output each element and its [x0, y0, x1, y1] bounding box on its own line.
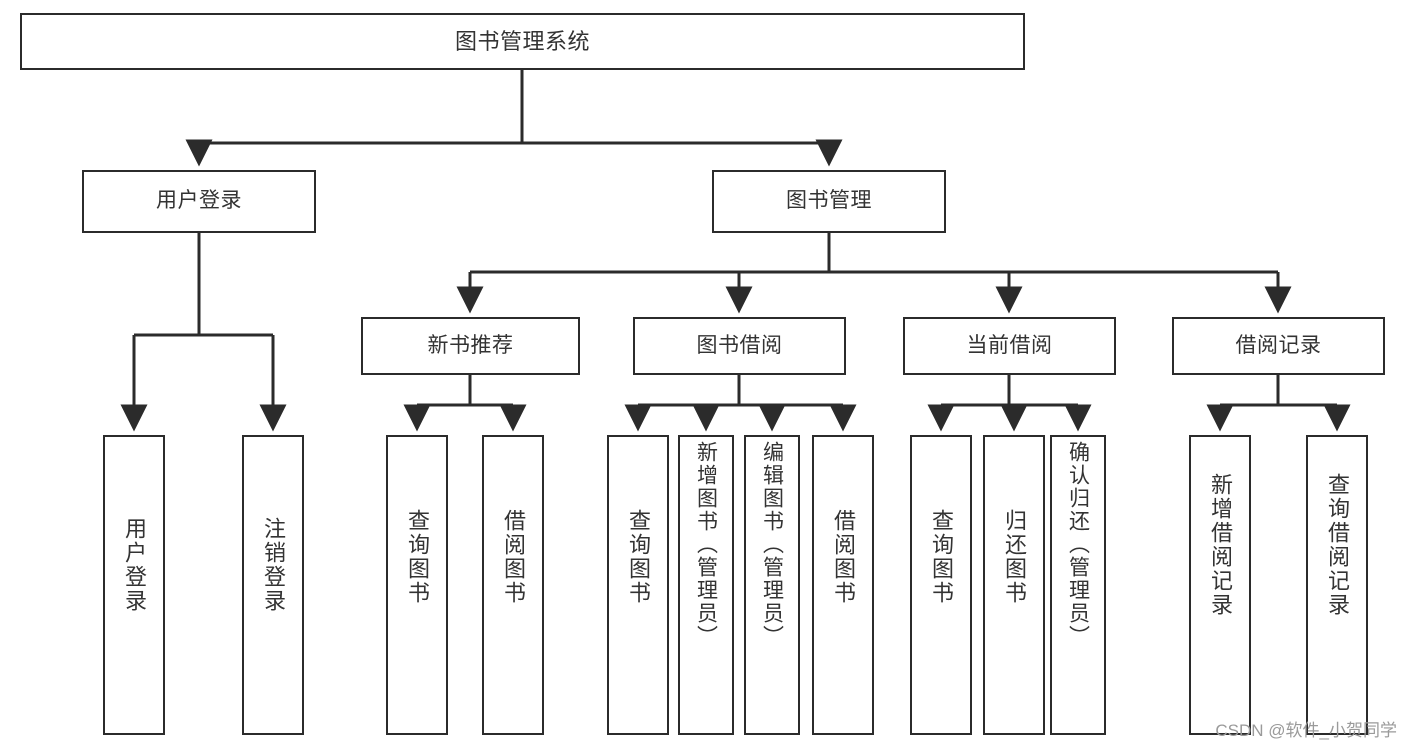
node-root-label: 图书管理系统 — [454, 28, 590, 54]
node-borrow-record[interactable]: 借阅记录 — [1172, 317, 1385, 375]
node-leaf-add-record[interactable]: 新增借阅记录 — [1189, 435, 1251, 735]
watermark-text: CSDN @软件_小贺同学 — [1215, 721, 1397, 740]
node-leaf-query-book-3[interactable]: 查询图书 — [910, 435, 972, 735]
node-leaf-add-record-label: 新增借阅记录 — [1208, 473, 1233, 617]
node-user-login[interactable]: 用户登录 — [82, 170, 316, 233]
node-leaf-user-login[interactable]: 用户登录 — [103, 435, 165, 735]
node-leaf-query-book-2[interactable]: 查询图书 — [607, 435, 669, 735]
node-new-book-rec[interactable]: 新书推荐 — [361, 317, 580, 375]
node-new-book-rec-label: 新书推荐 — [427, 333, 514, 357]
node-leaf-query-record-label: 查询借阅记录 — [1325, 473, 1350, 617]
node-leaf-return-book-label: 归还图书 — [1002, 509, 1027, 605]
node-leaf-add-book[interactable]: 新增图书（管理员） — [678, 435, 734, 735]
node-leaf-user-logout-label: 注销登录 — [261, 517, 286, 613]
node-leaf-user-logout[interactable]: 注销登录 — [242, 435, 304, 735]
node-root[interactable]: 图书管理系统 — [20, 13, 1025, 70]
node-leaf-borrow-book-2-label: 借阅图书 — [831, 509, 856, 605]
node-leaf-edit-book-label: 编辑图书（管理员） — [760, 441, 784, 648]
node-leaf-query-book-1[interactable]: 查询图书 — [386, 435, 448, 735]
node-leaf-edit-book[interactable]: 编辑图书（管理员） — [744, 435, 800, 735]
node-leaf-confirm-return-label: 确认归还（管理员） — [1066, 441, 1090, 648]
node-leaf-query-book-1-label: 查询图书 — [405, 509, 430, 605]
node-user-login-label: 用户登录 — [156, 189, 242, 213]
node-borrow-record-label: 借阅记录 — [1235, 333, 1322, 357]
node-book-manage-label: 图书管理 — [786, 189, 872, 213]
node-leaf-borrow-book-1-label: 借阅图书 — [501, 509, 526, 605]
node-leaf-confirm-return[interactable]: 确认归还（管理员） — [1050, 435, 1106, 735]
node-current-borrow-label: 当前借阅 — [966, 333, 1053, 357]
node-leaf-user-login-label: 用户登录 — [122, 517, 147, 613]
node-leaf-borrow-book-2[interactable]: 借阅图书 — [812, 435, 874, 735]
node-leaf-query-book-3-label: 查询图书 — [929, 509, 954, 605]
node-book-manage[interactable]: 图书管理 — [712, 170, 946, 233]
node-leaf-add-book-label: 新增图书（管理员） — [694, 441, 718, 648]
node-leaf-query-book-2-label: 查询图书 — [626, 509, 651, 605]
node-current-borrow[interactable]: 当前借阅 — [903, 317, 1116, 375]
node-book-borrow[interactable]: 图书借阅 — [633, 317, 846, 375]
node-leaf-borrow-book-1[interactable]: 借阅图书 — [482, 435, 544, 735]
node-book-borrow-label: 图书借阅 — [696, 333, 783, 357]
node-leaf-query-record[interactable]: 查询借阅记录 — [1306, 435, 1368, 735]
node-leaf-return-book[interactable]: 归还图书 — [983, 435, 1045, 735]
